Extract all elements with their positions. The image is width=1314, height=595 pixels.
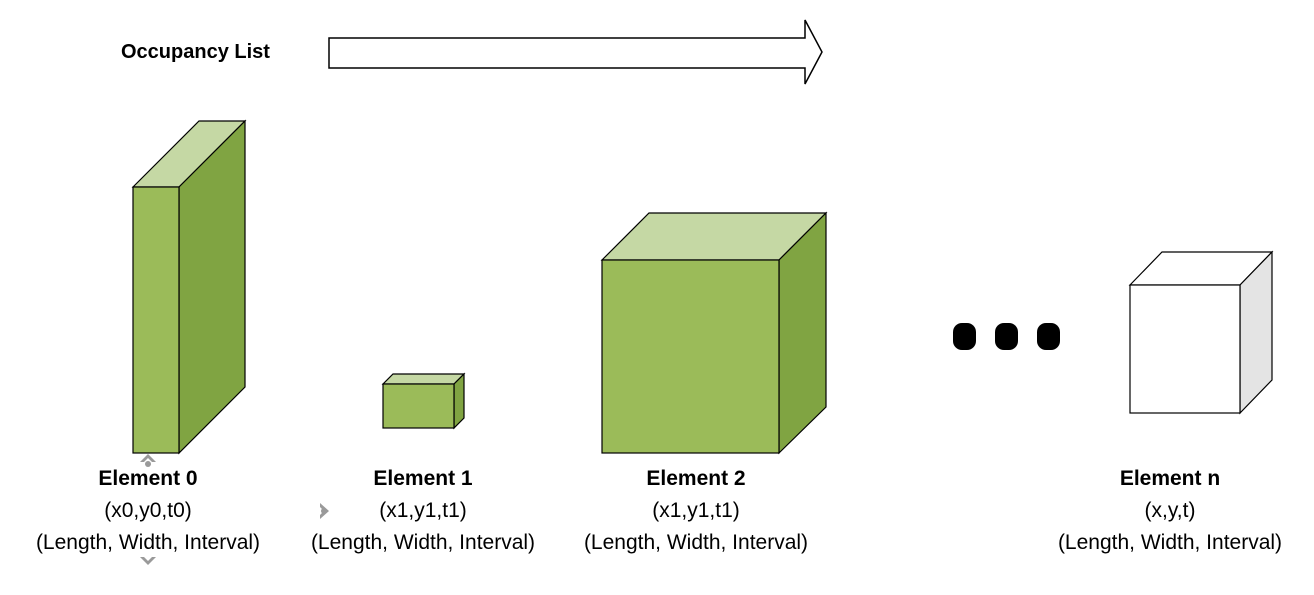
element-1-cube — [381, 372, 466, 430]
element-2-cube — [600, 211, 828, 455]
three-dots-icon — [953, 323, 1060, 350]
handle-up-icon — [140, 454, 156, 467]
element-n-name: Element n — [1120, 467, 1220, 490]
element-2-dims: (Length, Width, Interval) — [584, 531, 808, 554]
element-0-label: Element 0 (x0,y0,t0) (Length, Width, Int… — [36, 467, 260, 554]
element-2-name: Element 2 — [646, 467, 745, 490]
diagram-title: Occupancy List — [121, 41, 270, 63]
element-0-dims: (Length, Width, Interval) — [36, 531, 260, 554]
element-n-coords: (x,y,t) — [1145, 499, 1196, 522]
element-2-coords: (x1,y1,t1) — [652, 499, 740, 522]
element-0-cube — [131, 119, 247, 455]
element-1-label: Element 1 (x1,y1,t1) (Length, Width, Int… — [311, 467, 535, 554]
element-0-name: Element 0 — [98, 467, 197, 490]
element-n-cube — [1128, 250, 1274, 415]
handle-right-icon — [320, 503, 329, 519]
element-1-coords: (x1,y1,t1) — [379, 499, 467, 522]
element-1-name: Element 1 — [373, 467, 473, 490]
handle-down-icon — [140, 557, 156, 565]
element-1-dims: (Length, Width, Interval) — [311, 531, 535, 554]
element-n-label: Element n (x,y,t) (Length, Width, Interv… — [1058, 467, 1282, 554]
element-n-dims: (Length, Width, Interval) — [1058, 531, 1282, 554]
element-2-label: Element 2 (x1,y1,t1) (Length, Width, Int… — [584, 467, 808, 554]
right-block-arrow-icon — [328, 19, 823, 85]
element-0-coords: (x0,y0,t0) — [104, 499, 192, 522]
